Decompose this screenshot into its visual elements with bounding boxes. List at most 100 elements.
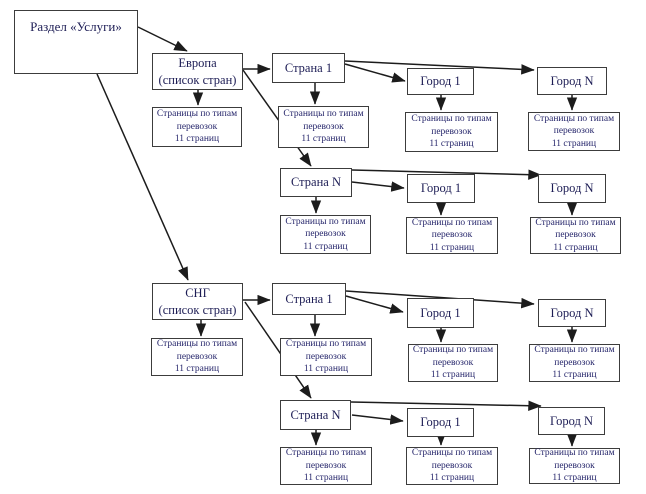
cis-country1-city1-label: Город 1 — [420, 305, 461, 320]
cis-countryN-cityN-box: Город N — [538, 407, 605, 435]
cis-countryN-cityN-pages-label: 11 страниц — [552, 473, 597, 484]
cis-countryN-pages-label: перевозок — [305, 460, 347, 471]
europe-list-box: Европа(список стран) — [152, 53, 243, 90]
eu-country1-pages-label: перевозок — [303, 121, 344, 132]
eu-countryN-cityN-pages-label: Страницы по типам — [535, 217, 616, 228]
eu-country1-pages-label: Страницы по типам — [283, 109, 364, 120]
cis-countryN-cityN-pages-label: Страницы по типам — [534, 448, 615, 459]
cis-country1-cityN-pages-label: Страницы по типам — [534, 345, 615, 356]
eu-country1-box: Страна 1 — [272, 53, 345, 83]
cis-countryN-city1-pages-label: Страницы по типам — [411, 448, 493, 459]
cis-country1-city1-pages-label: Страницы по типам — [412, 345, 494, 356]
cis-country1-city1-box: Город 1 — [407, 298, 474, 328]
eu-countryN-label: Страна N — [291, 175, 341, 190]
cis-list-label: СНГ — [185, 286, 210, 300]
eu-countryN-cityN-box: Город N — [538, 174, 606, 203]
cis-countryN-cityN-pages-label: перевозок — [554, 460, 595, 471]
eu-countryN-city1-pages-label: Страницы по типам — [411, 217, 493, 228]
eu-country1-cityN-label: Город N — [550, 73, 594, 88]
arrow-eu-country1-to-cityN — [344, 60, 535, 75]
cis-list-label: (список стран) — [158, 302, 237, 317]
eu-countryN-cityN-pages-label: 11 страниц — [553, 242, 598, 253]
cis-country1-cityN-pages-label: 11 страниц — [552, 370, 597, 381]
eu-country1-city1-pages-label: 11 страниц — [429, 139, 474, 150]
arrow-root-to-cis — [96, 73, 189, 281]
eu-countryN-city1-pages-label: перевозок — [431, 230, 473, 241]
cis-country1-pages-label: перевозок — [305, 351, 347, 362]
arrow-cis-countryN-to-city1 — [351, 414, 404, 425]
cis-country1-city1-pages-label: 11 страниц — [430, 370, 476, 381]
arrow-root-to-europe — [137, 26, 188, 52]
cis-countryN-city1-box: Город 1 — [407, 408, 474, 437]
eu-countryN-city1-box: Город 1 — [407, 174, 475, 203]
arrow-eu-countryN-to-cityN — [351, 169, 542, 180]
arrow-cis-countryN-to-cityN — [350, 400, 542, 411]
eu-countryN-pages-label: перевозок — [305, 229, 346, 240]
cis-countryN-pages-label: Страницы по типам — [285, 448, 367, 459]
arrow-europe-to-countryN — [242, 69, 312, 167]
cis-countryN-pages-label: 11 страниц — [303, 473, 349, 484]
cis-pages-label: 11 страниц — [174, 364, 220, 375]
cis-countryN-city1-label: Город 1 — [420, 415, 461, 430]
cis-pages-label: перевозок — [176, 351, 218, 362]
cis-country1-pages-label: 11 страниц — [303, 364, 349, 375]
cis-country1-pages-label: Страницы по типам — [285, 339, 367, 350]
eu-countryN-city1-pages-label: 11 страниц — [429, 242, 475, 253]
eu-country1-city1-pages-label: перевозок — [431, 126, 472, 137]
eu-countryN-box: Страна N — [280, 168, 352, 197]
cis-countryN-city1-pages-label: 11 страниц — [429, 473, 475, 484]
europe-list-label: Европа — [178, 56, 217, 70]
europe-pages-label: перевозок — [176, 121, 218, 132]
cis-country1-label: Страна 1 — [285, 291, 333, 306]
eu-country1-city1-box: Город 1 — [407, 68, 474, 95]
cis-country1-city1-pages-label: перевозок — [432, 357, 474, 368]
eu-countryN-cityN-label: Город N — [550, 181, 594, 196]
arrow-eu-country1-to-city1 — [344, 63, 406, 83]
cis-countryN-city1-pages-label: перевозок — [431, 460, 473, 471]
cis-pages-label: Страницы по типам — [156, 339, 238, 350]
arrow-cis-to-countryN — [244, 301, 312, 399]
eu-country1-city1-label: Город 1 — [420, 74, 461, 89]
eu-country1-label: Страна 1 — [284, 60, 333, 75]
cis-country1-box: Страна 1 — [272, 283, 346, 315]
cis-country1-cityN-pages-label: перевозок — [554, 357, 595, 368]
arrow-cis-country1-to-cityN — [345, 290, 535, 309]
cis-countryN-box: Страна N — [280, 400, 351, 430]
eu-country1-cityN-pages-label: 11 страниц — [551, 138, 597, 149]
eu-countryN-pages-label: Страницы по типам — [285, 216, 366, 227]
cis-country1-cityN-label: Город N — [550, 305, 594, 320]
root-services-box: Раздел «Услуги» — [14, 10, 138, 74]
europe-pages-label: 11 страниц — [174, 134, 220, 145]
eu-countryN-pages-label: 11 страниц — [303, 241, 348, 252]
root-services-label: Раздел «Услуги» — [30, 19, 122, 34]
eu-country1-cityN-pages-label: Страницы по типам — [533, 113, 615, 124]
europe-pages-label: Страницы по типам — [156, 109, 238, 120]
eu-countryN-city1-label: Город 1 — [420, 181, 462, 196]
cis-list-box: СНГ (список стран) — [152, 283, 243, 320]
cis-countryN-label: Страна N — [290, 407, 341, 422]
arrow-eu-countryN-to-city1 — [351, 181, 405, 192]
cis-countryN-cityN-label: Город N — [549, 413, 594, 428]
eu-country1-pages-label: 11 страниц — [301, 134, 346, 145]
cis-country1-cityN-box: Город N — [538, 299, 606, 327]
eu-country1-cityN-pages-label: перевозок — [553, 126, 595, 137]
eu-countryN-cityN-pages-label: перевозок — [555, 230, 596, 241]
eu-country1-city1-pages-label: Страницы по типам — [411, 114, 492, 125]
eu-country1-cityN-box: Город N — [537, 67, 607, 95]
